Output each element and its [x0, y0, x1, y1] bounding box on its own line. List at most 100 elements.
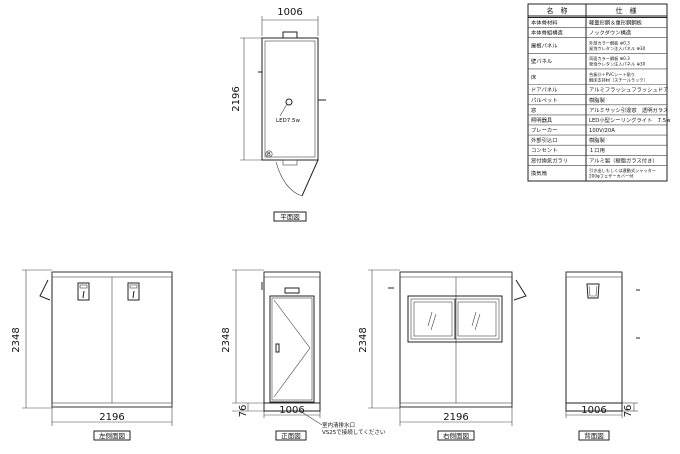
spec-row: 本体骨材料 軽量形鋼＆重形鋼鋼板	[531, 19, 643, 27]
spec-row-name: 屋根パネル	[531, 42, 558, 50]
spec-header-spec: 仕 様	[616, 6, 637, 15]
front-top-vent	[284, 287, 300, 294]
spec-row-value: LED小型シーリングライト 7.5w	[589, 116, 671, 124]
spec-row-value: 両面カラー鋼板 ⊕0.3	[589, 55, 630, 62]
left-eave-hood	[39, 279, 51, 301]
spec-row: ドアパネル アルミフラッシュフラッシュドア	[528, 84, 668, 94]
spec-header-name: 名 称	[547, 6, 568, 15]
spec-row-value-2: 発泡ウレタン注入パネル ⊕30	[589, 45, 646, 52]
right-window-sash-1	[413, 301, 453, 337]
front-title: 正面図	[281, 432, 301, 440]
front-height-label: 2348	[221, 327, 232, 352]
right-side-view: 2348 2196 右側面図	[358, 269, 527, 441]
plan-view: 1006 2196 LED7.5w B 平面図	[231, 7, 326, 222]
right-window-sash-2	[457, 301, 497, 337]
spec-table-frame	[527, 3, 668, 182]
spec-row-name: 外部引込口	[531, 136, 558, 144]
spec-row-name: 壁パネル	[531, 57, 553, 65]
front-base-label: 76	[238, 405, 249, 418]
spec-row-value: アルミ製（樹脂ガラス付き）	[589, 156, 658, 164]
left-title: 左側面図	[99, 431, 125, 440]
back-body-outline	[565, 271, 623, 404]
left-side-view: 2348 2196 左側面図	[11, 269, 173, 441]
back-width-label: 1006	[581, 405, 606, 416]
plan-led-label: LED7.5w	[276, 118, 301, 124]
spec-row-value: 軽量形鋼＆重形鋼鋼板	[589, 19, 643, 27]
front-door	[269, 295, 315, 403]
spec-row: 窓付換気ガラリ アルミ製（樹脂ガラス付き）	[528, 154, 667, 164]
right-height-label: 2348	[358, 327, 369, 352]
plan-depth-label: 2196	[231, 86, 242, 111]
spec-row-value: 樹脂製	[589, 96, 606, 104]
plan-title: 平面図	[280, 213, 300, 221]
spec-row-value: ノックダウン構造	[589, 29, 632, 37]
spec-row-value-2: 発泡ウレタン注入パネル ⊕30	[589, 61, 646, 68]
spec-row: 外部引込口 樹脂製	[528, 134, 667, 144]
spec-row-value: 合板⑫＋PVCシート貼り	[589, 71, 635, 78]
front-view: 2348 76 1006 室内清排水口 VS25で接続してください 正面図	[221, 269, 386, 441]
right-title: 右側面図	[443, 431, 469, 440]
plan-width-label: 1006	[277, 7, 302, 18]
spec-row: 窓 アルミサッシ引違窓 透明ガラス	[528, 104, 668, 114]
back-base-label: 76	[623, 405, 634, 418]
spec-row: 本体骨組構造 ノックダウン構造	[528, 27, 667, 37]
left-louver-1	[77, 282, 90, 301]
back-vent-hood	[586, 283, 600, 299]
spec-row-value-2: 鋼床支持材（スチールラック）	[589, 76, 648, 83]
spec-row-name: 照明器具	[531, 117, 553, 124]
back-view: 76 1006 背面図	[565, 271, 640, 441]
back-title: 背面図	[584, 431, 604, 440]
plan-title-box	[273, 211, 307, 222]
front-width-label: 1006	[279, 405, 304, 416]
spec-row-name: 床	[531, 73, 537, 81]
spec-row-name: 本体骨材料	[531, 19, 558, 27]
left-title-box	[93, 430, 131, 441]
spec-row: コンセント １口用	[528, 144, 667, 154]
plan-top-vent	[282, 31, 298, 39]
right-window-frame	[407, 295, 503, 343]
plan-breaker-icon	[265, 150, 273, 158]
spec-row-value: アルミサッシ引違窓 透明ガラス	[589, 106, 668, 114]
front-drain-note-1: 室内清排水口	[322, 421, 355, 429]
spec-row-name: ドアパネル	[531, 87, 558, 94]
front-door-opening-mark	[273, 299, 311, 398]
spec-row-name: 換気扇	[531, 169, 547, 177]
spec-row: 照明器具 LED小型シーリングライト 7.5w	[528, 114, 671, 124]
spec-row: パルペット 樹脂製	[528, 94, 667, 104]
left-height-label: 2348	[11, 327, 22, 352]
svg-text:B: B	[267, 152, 271, 158]
spec-row-value: 引き出しもしくは連動式シャッター	[589, 167, 656, 174]
spec-row-name: 窓付換気ガラリ	[531, 156, 568, 164]
front-title-box	[275, 430, 307, 441]
left-louver-2	[127, 282, 140, 301]
back-title-box	[578, 430, 610, 441]
spec-row: ブレーカー 100V/20A	[528, 124, 667, 134]
spec-row-name: パルペット	[531, 97, 558, 104]
front-door-handle	[275, 343, 280, 353]
spec-row-name: ブレーカー	[531, 126, 558, 134]
spec-row-value: アルミフラッシュフラッシュドア	[589, 87, 668, 94]
spec-table: 名 称 仕 様 本体骨材料軽量形鋼＆重形鋼鋼板本体骨組構造ノックダウン構造屋根パ…	[527, 3, 671, 182]
right-eave-hood	[513, 279, 527, 301]
spec-row-name: 窓	[531, 106, 536, 114]
plan-door-leaf	[301, 159, 319, 197]
front-drain-note-2: VS25で接続してください	[322, 428, 386, 436]
spec-row-value-2: 200φフェザーカバー付	[589, 173, 633, 180]
plan-light-icon	[285, 98, 293, 106]
right-title-box	[437, 430, 475, 441]
spec-row-value: １口用	[589, 147, 605, 154]
spec-row-value: 100V/20A	[589, 128, 615, 134]
spec-row-name: 本体骨組構造	[531, 29, 563, 37]
spec-row-name: コンセント	[531, 147, 558, 154]
right-width-label: 2196	[443, 412, 468, 423]
plan-door-swing-arc	[275, 161, 303, 197]
front-body-outline	[263, 271, 321, 404]
spec-row-value: 外部カラー鋼板 ⊕0.3	[589, 40, 630, 47]
spec-row-value: 樹脂製	[589, 136, 606, 144]
